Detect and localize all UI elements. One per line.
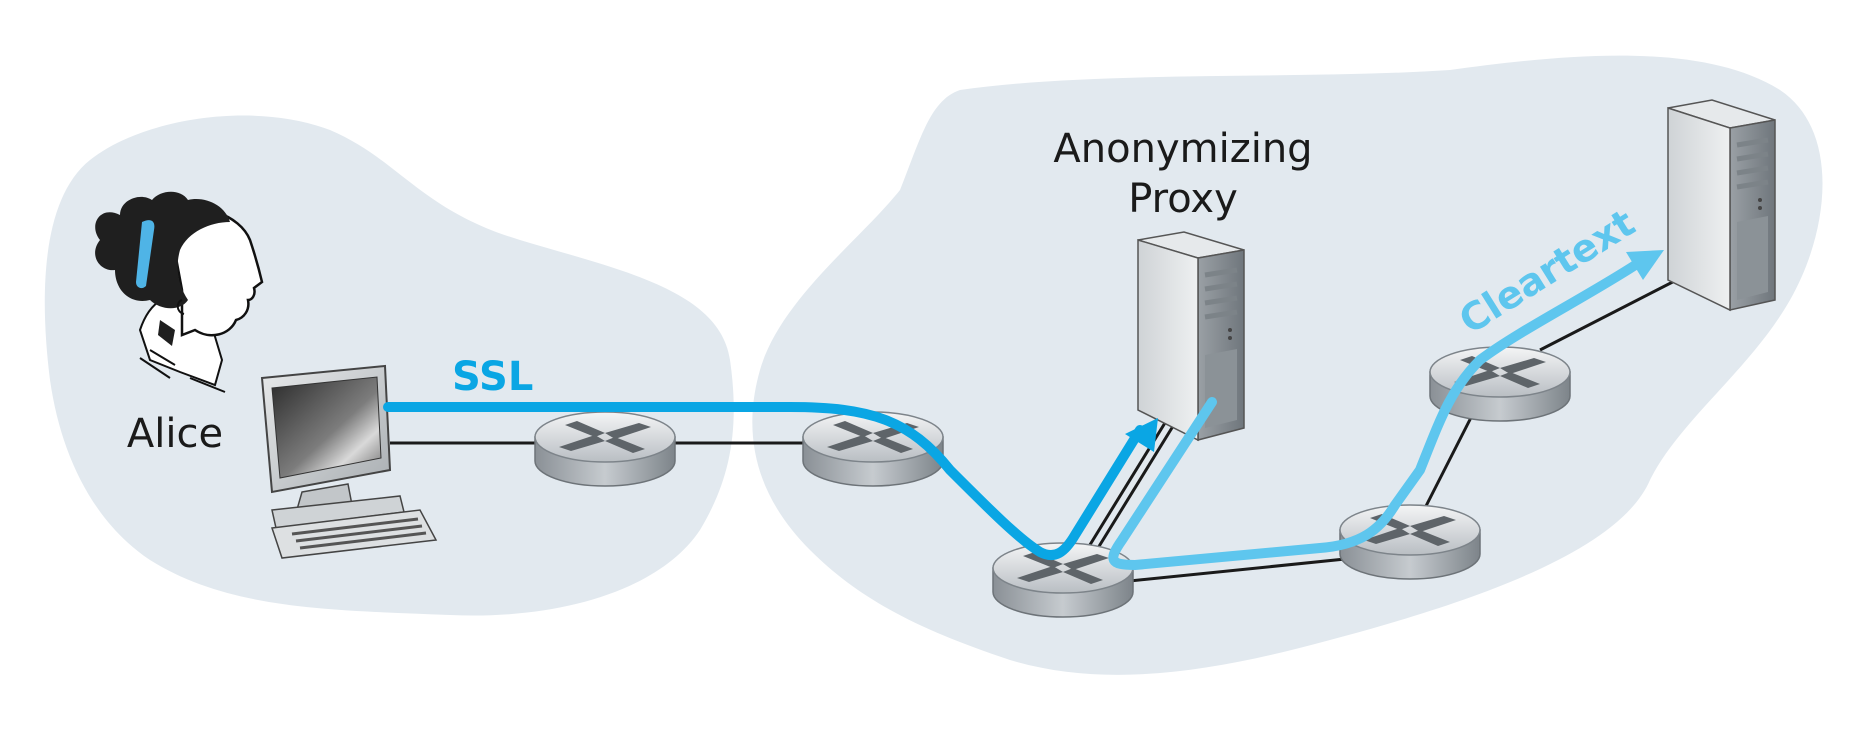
router-3 [992,542,1134,618]
router-1 [534,411,676,487]
cleartext-path [1108,250,1664,570]
alice-label: Alice [127,411,223,457]
router-5 [1429,346,1571,422]
router-4 [1339,504,1481,580]
proxy-server-icon [1137,231,1245,442]
link-router3-router4 [1119,556,1356,584]
ssl-path [383,402,1158,561]
proxy-label-line1: Anonymizing [1053,126,1312,172]
right-cloud [752,55,1823,675]
link-router3-proxy-a [1096,417,1180,549]
router-2 [802,411,944,487]
person-icon [95,191,264,393]
ssl-label: SSL [452,354,533,400]
desktop-computer-icon [260,364,438,559]
ssl-arrowhead [1125,418,1158,452]
proxy-label-line2: Proxy [1128,176,1238,222]
destination-server-icon [1667,99,1776,312]
cleartext-arrowhead [1626,250,1664,280]
